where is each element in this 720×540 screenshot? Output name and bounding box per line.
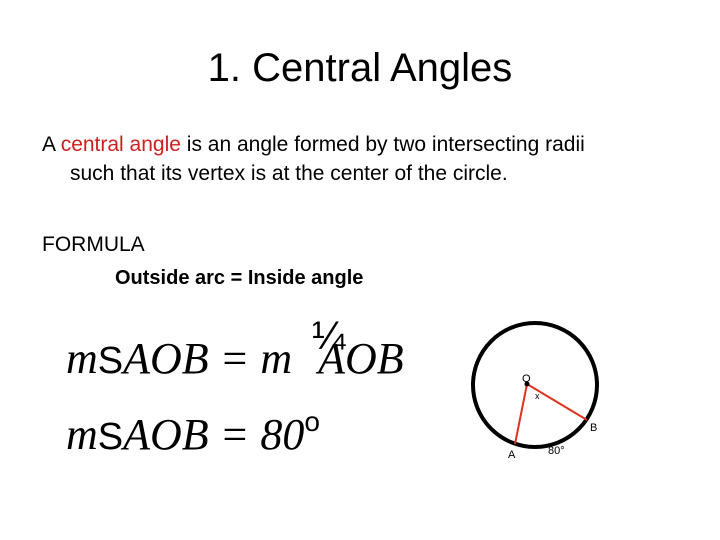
definition-text: A central angle is an angle formed by tw…: [42, 130, 692, 188]
fraction-glyph: ¼: [312, 314, 346, 358]
arc-measure-label: 80°: [548, 445, 565, 457]
eq2-m: m: [66, 410, 98, 459]
eq2-lhs: AOB = 80: [123, 410, 305, 459]
eq1-lhs: AOB = m: [123, 334, 293, 383]
definition-term: central angle: [60, 133, 181, 156]
slide-title: 1. Central Angles: [207, 46, 513, 90]
angle-symbol: S: [97, 340, 124, 382]
eq1-rhs: AOB: [318, 334, 404, 383]
radius-ob: [526, 383, 588, 421]
equation-2: mSAOB = 80o: [66, 406, 320, 465]
eq1-m: m: [66, 334, 98, 383]
angle-symbol: S: [97, 416, 124, 458]
label-a: A: [508, 449, 516, 461]
center-point: [524, 381, 530, 387]
radius-oa: [514, 383, 528, 445]
formula-rule: Outside arc = Inside angle: [115, 267, 364, 289]
definition-rest: is an angle formed by two intersecting r…: [180, 133, 585, 156]
definition-line2: such that its vertex is at the center of…: [70, 162, 508, 185]
degree-symbol: o: [304, 406, 320, 437]
label-x: x: [535, 391, 540, 401]
equation-1: mSAOB = m AOB: [66, 334, 404, 386]
central-angle-diagram: O x A B 80°: [471, 321, 599, 461]
label-b: B: [590, 422, 597, 434]
circle: [471, 321, 599, 449]
formula-label: FORMULA: [42, 233, 145, 256]
definition-prefix: A: [42, 133, 61, 156]
label-o: O: [522, 373, 531, 385]
